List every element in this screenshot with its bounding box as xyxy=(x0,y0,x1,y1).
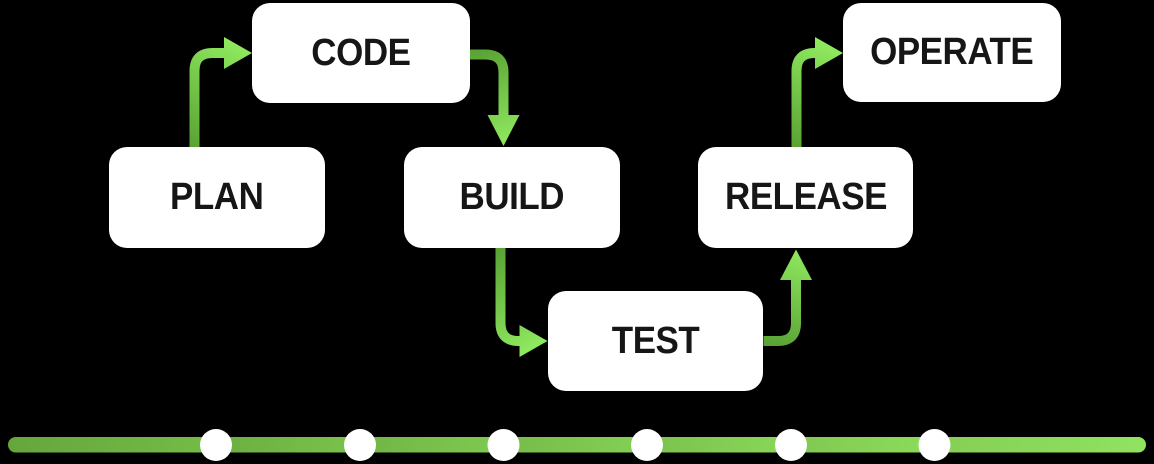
flow-arrow-build-to-test xyxy=(495,248,548,357)
stage-box-plan: PLAN xyxy=(109,147,325,248)
stage-box-build: BUILD xyxy=(404,147,620,248)
stage-label-release: RELEASE xyxy=(724,176,887,218)
arrowhead-up-icon xyxy=(780,249,812,280)
timeline-dot xyxy=(775,429,807,461)
stage-box-code: CODE xyxy=(252,3,470,103)
timeline-dot xyxy=(918,429,951,461)
stage-label-test: TEST xyxy=(611,319,700,362)
stage-label-build: BUILD xyxy=(459,176,565,218)
timeline-dot xyxy=(200,429,232,461)
stage-label-operate: OPERATE xyxy=(870,31,1034,73)
stage-box-test: TEST xyxy=(548,291,763,391)
stage-label-plan: PLAN xyxy=(170,176,264,218)
arrowhead-right-icon xyxy=(224,37,252,69)
arrowhead-down-icon xyxy=(487,115,520,146)
stage-label-code: CODE xyxy=(311,31,411,74)
arrowhead-right-icon xyxy=(815,37,843,69)
flow-arrow-code-to-build xyxy=(470,49,520,146)
timeline-dot xyxy=(344,429,376,461)
flow-arrow-release-to-operate xyxy=(791,37,843,147)
stage-box-release: RELEASE xyxy=(698,147,913,248)
stage-box-operate: OPERATE xyxy=(843,3,1061,102)
flow-arrow-test-to-release xyxy=(763,249,812,346)
timeline-dot xyxy=(487,429,520,461)
timeline-bar xyxy=(8,437,1146,453)
timeline-dot xyxy=(631,429,663,461)
timeline-dots xyxy=(200,429,951,461)
arrowhead-right-icon xyxy=(519,325,548,357)
flow-arrow-plan-to-code xyxy=(189,37,252,147)
